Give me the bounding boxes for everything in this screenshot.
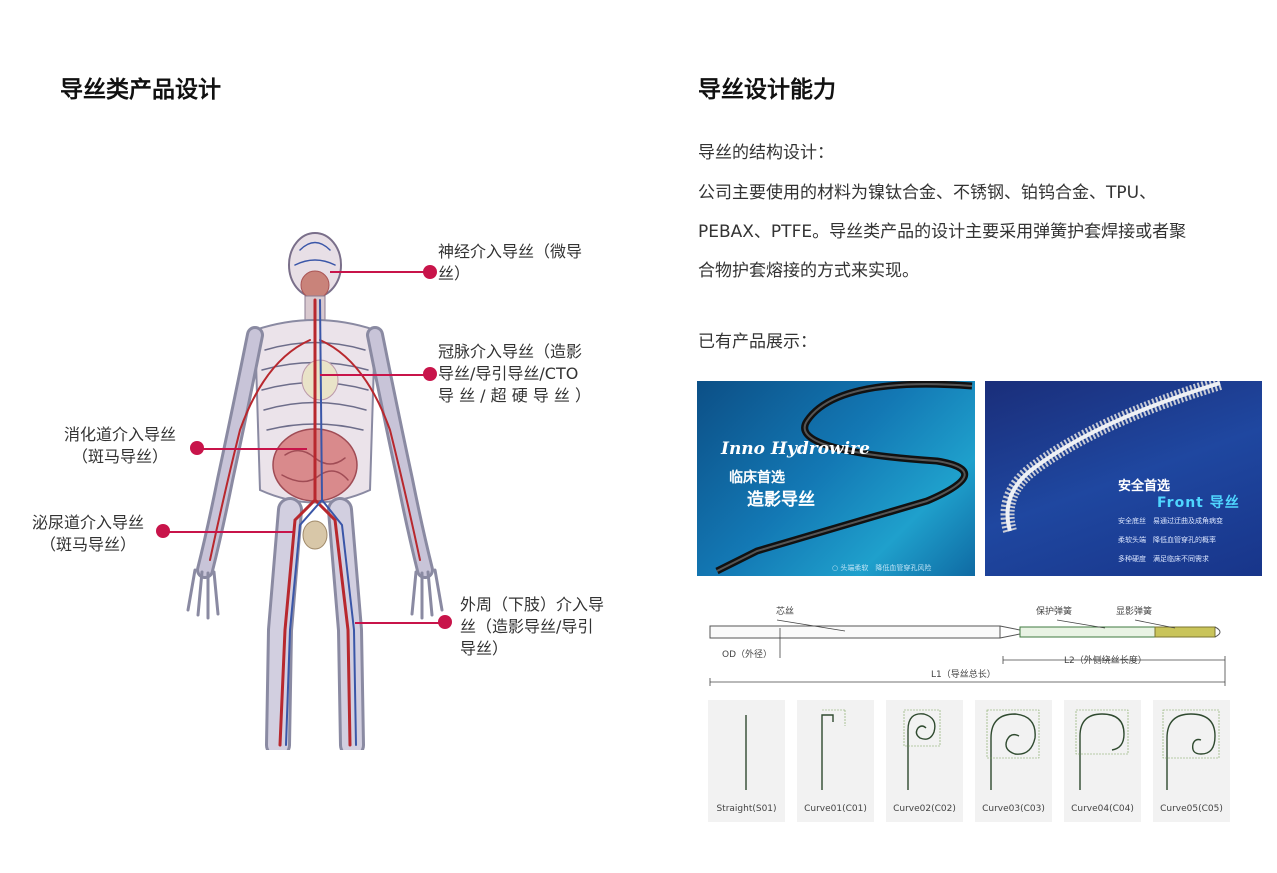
- guidewire-curve-graphic: [715, 381, 973, 575]
- spring-guidewire-graphic: [1000, 381, 1223, 533]
- c05-tip-shape: [1162, 709, 1220, 790]
- digestive-callout-line: [197, 448, 307, 450]
- digestive-callout-dot: [190, 441, 204, 455]
- curve-caption: Curve03(C03): [982, 804, 1045, 814]
- diagram-l1-label: L1（导丝总长）: [931, 670, 996, 680]
- c01-tip-shape: [821, 709, 846, 790]
- peripheral-callout-line: [355, 622, 445, 624]
- neuro-callout-dot: [423, 265, 437, 279]
- left-section-title: 导丝类产品设计: [60, 77, 221, 103]
- diagram-od-label: OD（外径）: [722, 650, 773, 660]
- front-bullet-1: 安全底丝 易通过迂曲及成角病变: [1118, 517, 1223, 525]
- front-line1: 安全首选: [1118, 479, 1171, 494]
- hydrowire-bottom-note: ○ 头端柔软 降低血管穿孔风险: [832, 564, 932, 572]
- urinary-callout-dot: [156, 524, 170, 538]
- right-section-title: 导丝设计能力: [698, 77, 836, 103]
- front-bullet-3: 多种硬度 满足临床不同需求: [1118, 555, 1209, 563]
- straight-tip-shape: [745, 715, 747, 790]
- front-line2: Front 导丝: [1157, 495, 1240, 511]
- diagram-protect-spring-label: 保护弹簧: [1036, 607, 1073, 617]
- hydrowire-brand: Inno Hydrowire: [721, 439, 870, 459]
- diagram-core-label: 芯丝: [776, 607, 795, 617]
- c03-tip-shape: [986, 709, 1040, 790]
- curve-caption: Curve04(C04): [1071, 804, 1134, 814]
- curve-sample-c05: Curve05(C05): [1153, 700, 1230, 822]
- diagram-l2-label: L2（外侧绕丝长度）: [1064, 656, 1147, 666]
- curve-caption: Curve05(C05): [1160, 804, 1223, 814]
- guidewire-structure-diagram: [709, 619, 1226, 686]
- peripheral-callout-dot: [438, 615, 452, 629]
- product-showcase-heading: 已有产品展示：: [698, 332, 817, 352]
- structure-design-heading: 导丝的结构设计：: [698, 143, 834, 163]
- digestive-guidewire-label: 消化道介入导丝 （斑马导丝）: [63, 425, 176, 466]
- human-vascular-illustration: [186, 232, 444, 750]
- materials-paragraph: 公司主要使用的材料为镍钛合金、不锈钢、铂钨合金、TPU、 PEBAX、PTFE。…: [698, 183, 1187, 281]
- coronary-guidewire-label: 冠脉介入导丝（造影 导丝/导引导丝/CTO 导 丝 / 超 硬 导 丝 ）: [438, 342, 591, 405]
- curve-sample-c03: Curve03(C03): [975, 700, 1052, 822]
- peripheral-guidewire-label: 外周（下肢）介入导 丝（造影导丝/导引 导丝）: [460, 595, 605, 658]
- neuro-callout-line: [330, 271, 430, 273]
- curve-caption: Curve02(C02): [893, 804, 956, 814]
- neuro-guidewire-label: 神经介入导丝（微导 丝）: [438, 242, 583, 283]
- curve-sample-c02: Curve02(C02): [886, 700, 963, 822]
- hydrowire-line2: 造影导丝: [747, 490, 815, 510]
- diagram-visual-spring-label: 显影弹簧: [1116, 607, 1153, 617]
- coronary-callout-dot: [423, 367, 437, 381]
- c04-tip-shape: [1075, 709, 1129, 790]
- hydrowire-line1: 临床首选: [729, 470, 785, 486]
- coronary-callout-line: [320, 374, 430, 376]
- curve-caption: Straight(S01): [716, 804, 777, 814]
- curve-sample-straight: Straight(S01): [708, 700, 785, 822]
- urinary-callout-line: [163, 531, 293, 533]
- curve-caption: Curve01(C01): [804, 804, 867, 814]
- front-bullet-2: 柔软头端 降低血管穿孔的概率: [1118, 536, 1216, 544]
- curve-sample-c04: Curve04(C04): [1064, 700, 1141, 822]
- hydrowire-product-image: Inno Hydrowire 临床首选 造影导丝 ○ 头端柔软 降低血管穿孔风险: [697, 381, 975, 576]
- urinary-guidewire-label: 泌尿道介入导丝 （斑马导丝）: [31, 513, 144, 554]
- c02-tip-shape: [903, 709, 941, 790]
- curve-sample-c01: Curve01(C01): [797, 700, 874, 822]
- front-guidewire-product-image: 安全首选 Front 导丝 安全底丝 易通过迂曲及成角病变 柔软头端 降低血管穿…: [985, 381, 1262, 576]
